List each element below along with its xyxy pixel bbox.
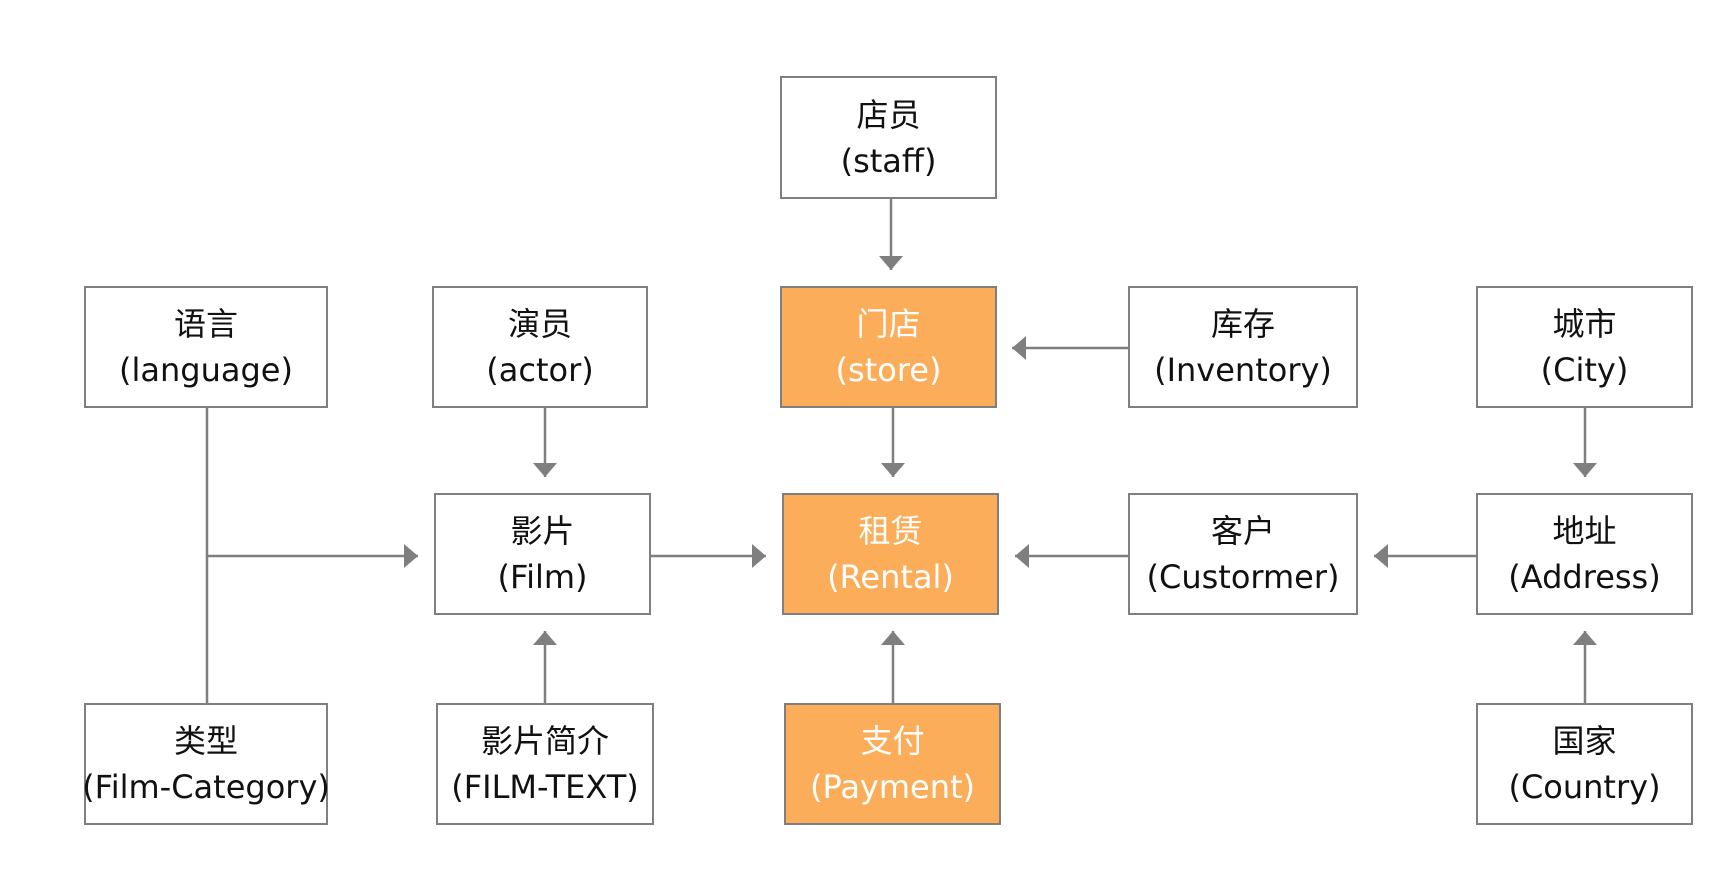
- node-city: 城市 (City): [1476, 286, 1693, 408]
- edge-filmtext-to-film: [533, 631, 557, 703]
- arrowhead-filmtext-to-film: [533, 631, 557, 645]
- node-country-zh: 国家: [1552, 722, 1617, 760]
- edge-inventory-to-store: [1012, 336, 1128, 360]
- node-store-zh: 门店: [856, 305, 921, 343]
- node-filmtext-zh: 影片简介: [480, 722, 609, 760]
- node-category-en: (Film-Category): [82, 768, 330, 806]
- node-actor-zh: 演员: [507, 305, 572, 343]
- arrowhead-category-to-film: [404, 544, 418, 568]
- node-city-en: (City): [1540, 351, 1629, 389]
- node-actor: 演员 (actor): [432, 286, 648, 408]
- node-rental: 租赁 (Rental): [782, 493, 999, 615]
- edge-address-to-customer: [1374, 544, 1476, 568]
- node-address-zh: 地址: [1552, 512, 1617, 550]
- node-category-zh: 类型: [173, 722, 238, 760]
- edge-city-to-address: [1573, 408, 1597, 477]
- edge-store-to-rental: [881, 408, 905, 477]
- node-customer-en: (Custormer): [1146, 558, 1340, 596]
- node-customer-zh: 客户: [1210, 512, 1275, 550]
- edge-category-to-film: [205, 544, 418, 703]
- node-payment-en: (Payment): [809, 768, 976, 806]
- arrowhead-film-to-rental: [752, 544, 766, 568]
- edge-customer-to-rental: [1015, 544, 1128, 568]
- edge-staff-to-store: [879, 199, 903, 270]
- node-language: 语言 (language): [84, 286, 328, 408]
- edge-country-to-address: [1573, 631, 1597, 703]
- node-category: 类型 (Film-Category): [82, 703, 330, 825]
- arrowhead-store-to-rental: [881, 463, 905, 477]
- edge-film-to-rental: [651, 544, 766, 568]
- node-payment-zh: 支付: [860, 722, 925, 760]
- arrowhead-city-to-address: [1573, 463, 1597, 477]
- node-rental-en: (Rental): [827, 558, 954, 596]
- node-rental-zh: 租赁: [858, 512, 923, 550]
- node-film: 影片 (Film): [434, 493, 651, 615]
- node-city-zh: 城市: [1552, 305, 1617, 343]
- node-staff-zh: 店员: [856, 95, 921, 134]
- node-staff: 店员 (staff): [780, 76, 997, 199]
- arrowhead-actor-to-film: [533, 463, 557, 477]
- node-inventory-en: (Inventory): [1154, 351, 1332, 389]
- node-language-zh: 语言: [173, 305, 238, 343]
- node-store: 门店 (store): [780, 286, 997, 408]
- edge-payment-to-rental: [881, 631, 905, 703]
- node-address-en: (Address): [1508, 558, 1661, 596]
- arrowhead-staff-to-store: [879, 256, 903, 270]
- node-actor-en: (actor): [486, 351, 594, 389]
- node-payment: 支付 (Payment): [784, 703, 1001, 825]
- arrowhead-inventory-to-store: [1012, 336, 1026, 360]
- node-staff-en: (staff): [840, 141, 937, 180]
- node-film-en: (Film): [497, 558, 588, 596]
- node-filmtext-en: (FILM-TEXT): [451, 768, 639, 806]
- node-country-en: (Country): [1508, 768, 1661, 806]
- arrowhead-country-to-address: [1573, 631, 1597, 645]
- node-filmtext: 影片简介 (FILM-TEXT): [436, 703, 654, 825]
- node-inventory-zh: 库存: [1210, 305, 1275, 343]
- node-customer: 客户 (Custormer): [1128, 493, 1358, 615]
- edge-actor-to-film: [533, 408, 557, 477]
- arrowhead-address-to-customer: [1374, 544, 1388, 568]
- node-language-en: (language): [119, 351, 293, 389]
- node-store-en: (store): [835, 351, 942, 389]
- arrowhead-customer-to-rental: [1015, 544, 1029, 568]
- node-inventory: 库存 (Inventory): [1128, 286, 1358, 408]
- node-film-zh: 影片: [510, 512, 575, 550]
- node-address: 地址 (Address): [1476, 493, 1693, 615]
- node-country: 国家 (Country): [1476, 703, 1693, 825]
- arrowhead-payment-to-rental: [881, 631, 905, 645]
